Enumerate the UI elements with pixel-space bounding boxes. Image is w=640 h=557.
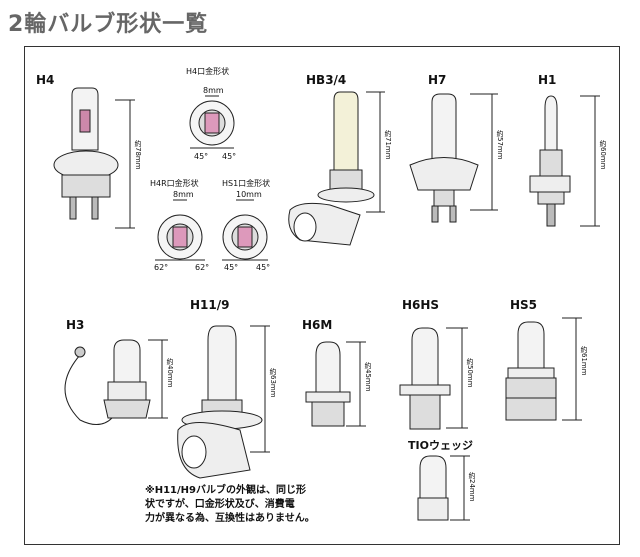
dim-tio: 約24mm bbox=[468, 472, 476, 502]
h6hs-bulb-drawing bbox=[399, 327, 451, 430]
dim-h7: 約57mm bbox=[496, 130, 504, 160]
dim-h1: 約60mm bbox=[599, 140, 607, 170]
h1-bulb-drawing bbox=[529, 95, 571, 227]
h4-base-angle-right: 45° bbox=[222, 152, 237, 161]
h119-bulb-drawing bbox=[177, 325, 263, 479]
label-hs5: HS5 bbox=[510, 298, 538, 312]
label-hb34: HB3/4 bbox=[306, 73, 347, 87]
diagram-panel bbox=[24, 46, 620, 545]
note-line-1: ※H11/H9バルブの外観は、同じ形 bbox=[145, 485, 306, 496]
h7-bulb-drawing bbox=[409, 93, 479, 223]
label-h4r-base: H4R口金形状 bbox=[150, 179, 199, 188]
h4-bulb-drawing bbox=[53, 87, 119, 220]
hs5-bulb-drawing bbox=[505, 321, 557, 421]
hs1-base-width: 10mm bbox=[236, 190, 262, 199]
h4r-base-width: 8mm bbox=[173, 190, 194, 199]
dim-h4: 約78mm bbox=[134, 140, 142, 170]
note-line-3: 力が異なる為、互換性はありません。 bbox=[145, 513, 315, 524]
dim-h3: 約40mm bbox=[166, 358, 174, 388]
h6m-bulb-drawing bbox=[305, 341, 351, 427]
dim-h119: 約63mm bbox=[269, 368, 277, 398]
compatibility-note: ※H11/H9バルブの外観は、同じ形 状ですが、口金形状及び、消費電 力が異なる… bbox=[145, 484, 345, 526]
note-line-2: 状ですが、口金形状及び、消費電 bbox=[145, 499, 295, 510]
label-h7: H7 bbox=[428, 73, 447, 87]
label-h6m: H6M bbox=[302, 318, 333, 332]
dim-h6hs: 約50mm bbox=[466, 358, 474, 388]
label-h4: H4 bbox=[36, 73, 55, 87]
tio-wedge-drawing bbox=[417, 455, 449, 521]
label-hs1-base: HS1口金形状 bbox=[222, 179, 271, 188]
h4-base-angle-left: 45° bbox=[194, 152, 209, 161]
h4r-base-angle-right: 62° bbox=[195, 263, 210, 272]
h3-bulb-drawing bbox=[64, 339, 151, 425]
hs1-base-angle-right: 45° bbox=[256, 263, 271, 272]
dim-h6m: 約45mm bbox=[364, 362, 372, 392]
dim-hs5: 約61mm bbox=[580, 346, 588, 376]
h4r-base-angle-left: 62° bbox=[154, 263, 169, 272]
hb34-bulb-drawing bbox=[288, 91, 375, 246]
h4-base-width: 8mm bbox=[203, 86, 224, 95]
label-h1: H1 bbox=[538, 73, 557, 87]
label-tio: TIOウェッジ bbox=[408, 439, 473, 452]
page-title: 2輪バルブ形状一覧 bbox=[8, 12, 209, 37]
label-h4-base: H4口金形状 bbox=[186, 67, 230, 76]
hs1-base-angle-left: 45° bbox=[224, 263, 239, 272]
label-h119: H11/9 bbox=[190, 298, 230, 312]
dim-hb34: 約71mm bbox=[384, 130, 392, 160]
label-h3: H3 bbox=[66, 318, 85, 332]
label-h6hs: H6HS bbox=[402, 298, 440, 312]
